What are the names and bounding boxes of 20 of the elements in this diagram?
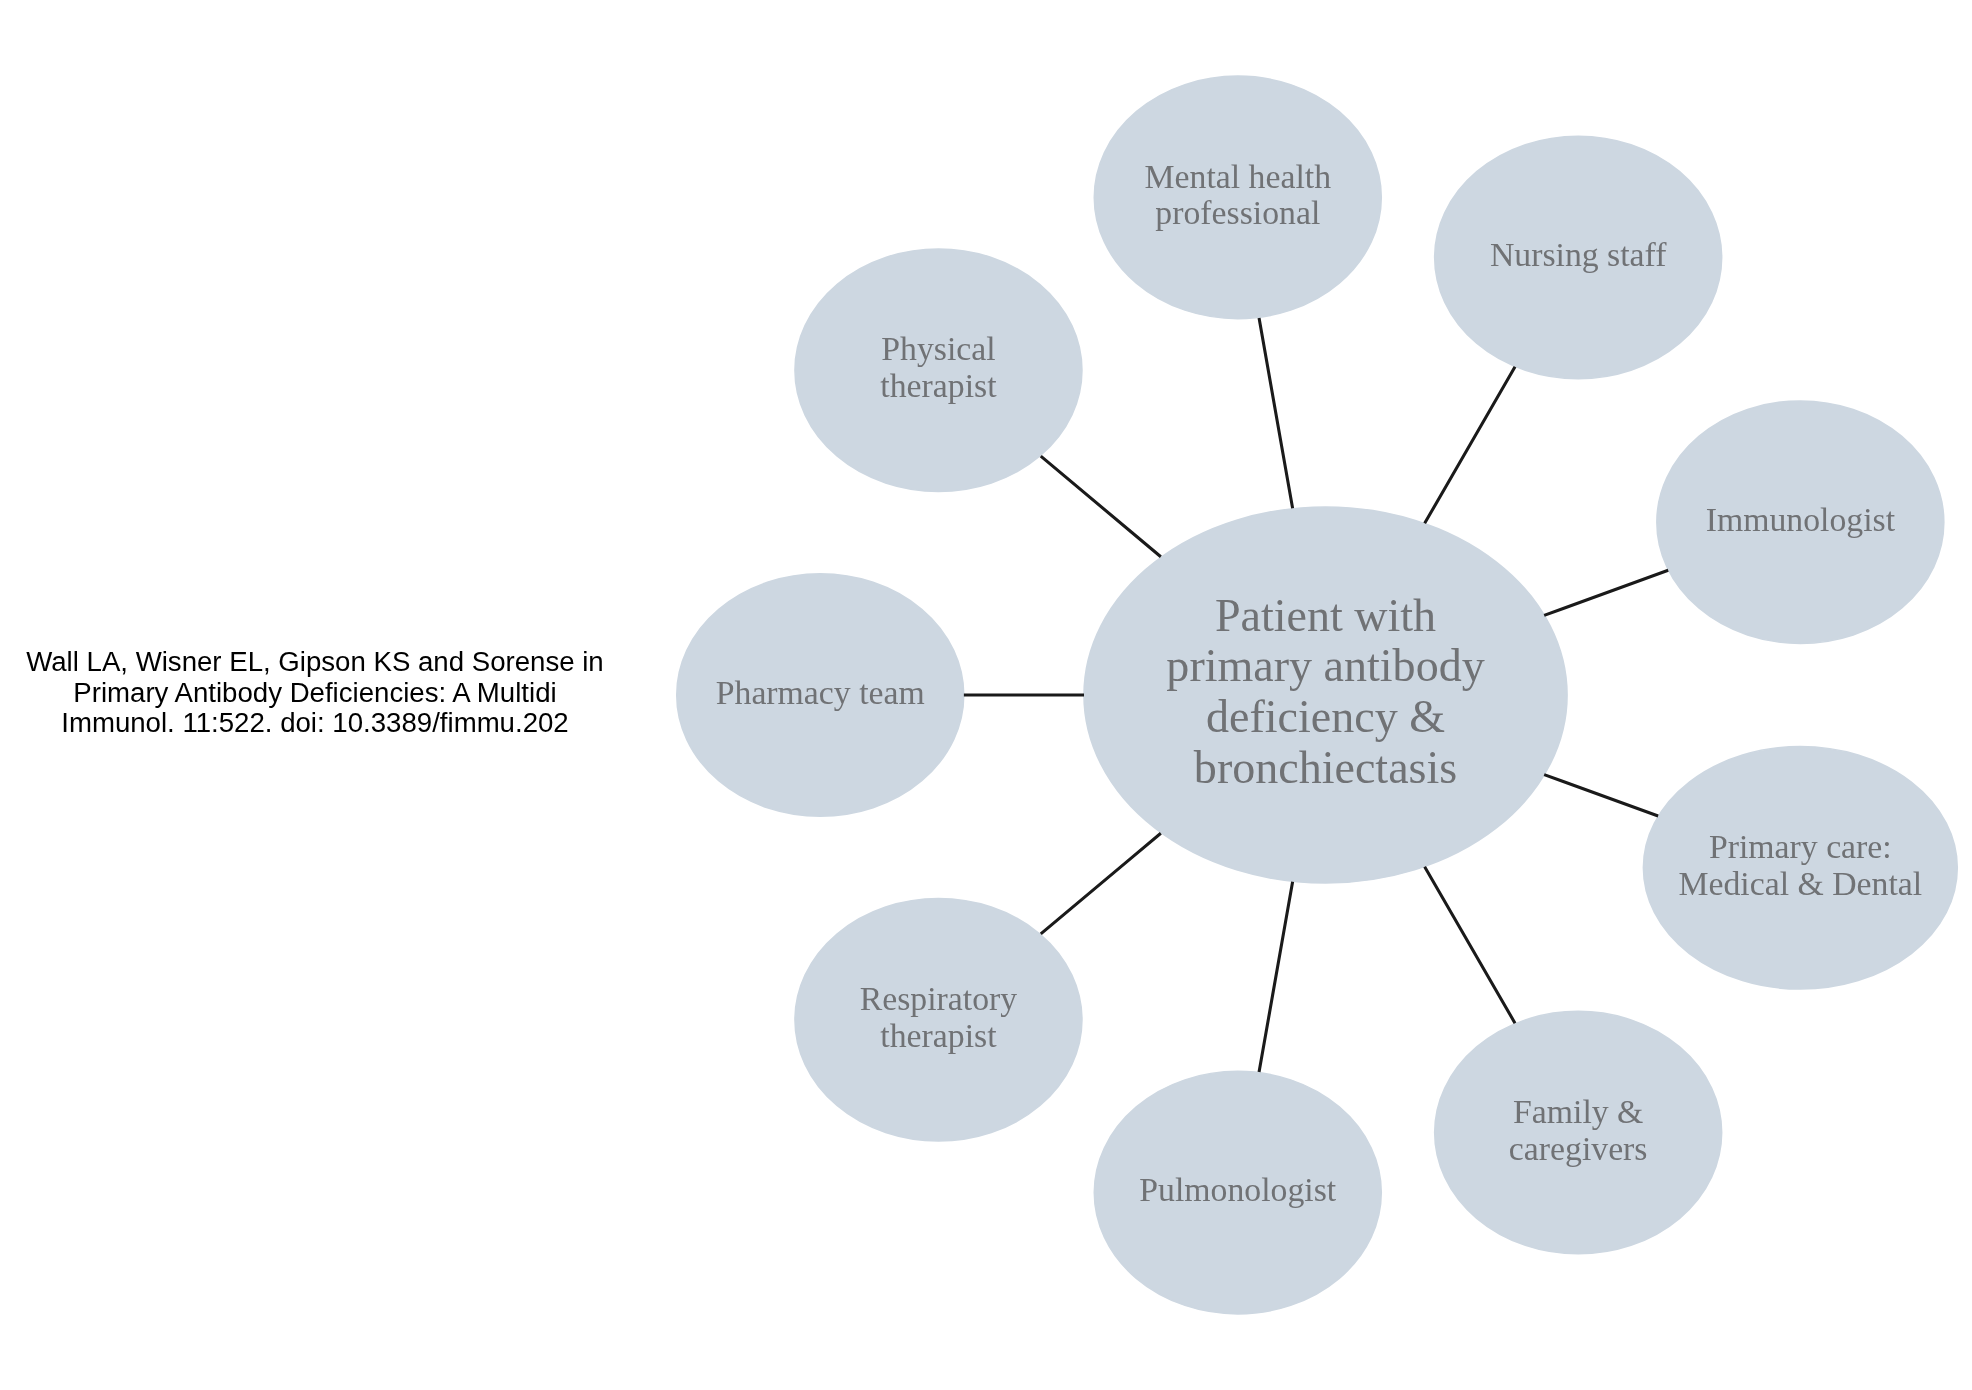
node-ellipse: Family & caregivers	[1433, 1010, 1723, 1255]
connector	[1039, 454, 1162, 558]
node-ellipse: Pulmonologist	[1093, 1070, 1383, 1315]
connector	[963, 693, 1084, 697]
node-ellipse: Respiratory therapist	[794, 897, 1083, 1142]
label: Wall LA, Wisner EL, Gipson KS and Sorense in Primary Antibody Deficiencies: A Multidi Immunol. 11:522. doi: 10.3389/fimmu.202	[26, 646, 604, 739]
node-ellipse: Primary care: Medical & Dental	[1642, 745, 1959, 990]
node-ellipse: Immunologist	[1656, 400, 1945, 645]
connector	[1257, 881, 1295, 1073]
connector	[1423, 366, 1517, 525]
node-ellipse: Pharmacy team	[675, 573, 965, 818]
connector	[1257, 317, 1295, 509]
node-ellipse: Physical therapist	[794, 248, 1083, 493]
connector	[1423, 865, 1517, 1024]
connector	[1543, 568, 1669, 617]
connector	[1543, 773, 1659, 818]
node-ellipse: Mental health professional	[1093, 75, 1383, 320]
node-ellipse: Nursing staff	[1433, 135, 1723, 380]
node-ellipse: Patient with primary antibody deficiency & bronchiectasis	[1083, 506, 1568, 884]
connector	[1039, 832, 1162, 936]
